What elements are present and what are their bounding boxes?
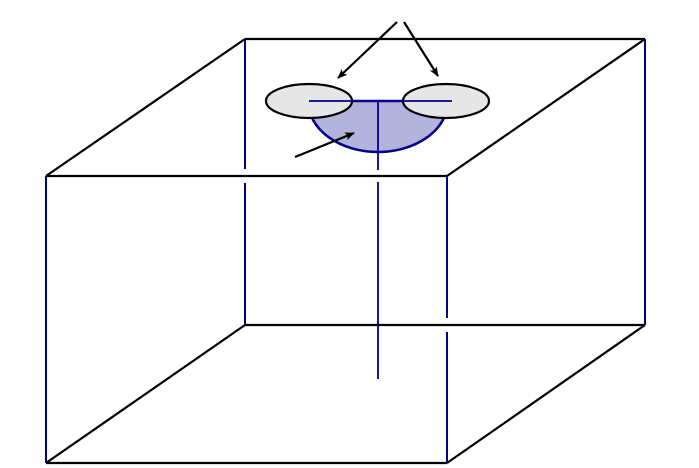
bottom-right-edge	[446, 324, 646, 464]
top-right-edge	[446, 38, 646, 177]
bottom-left-edge	[45, 324, 246, 464]
top-left-edge	[45, 38, 246, 177]
arrow-right	[403, 21, 439, 77]
arrow-cavity	[294, 131, 355, 159]
arrow-left	[337, 21, 398, 79]
